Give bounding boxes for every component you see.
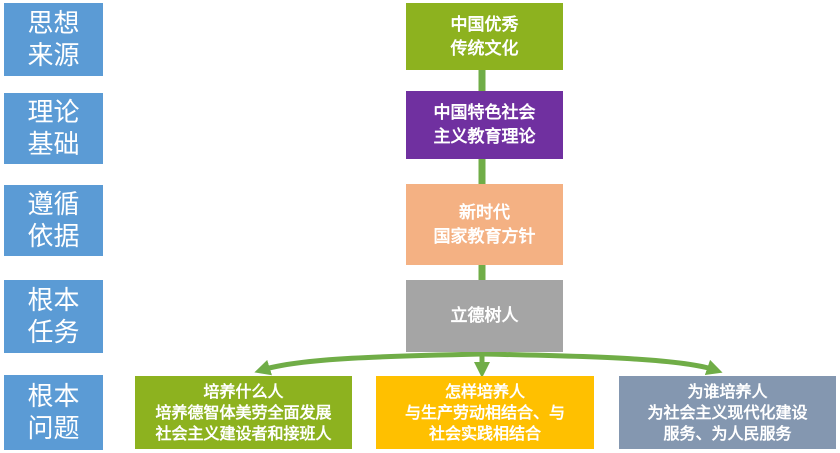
box-lide-shuren: 立德树人 [406, 280, 563, 352]
arrow-to-what [254, 351, 485, 376]
box-whom-to-cultivate: 培养什么人 培养德智体美劳全面发展 社会主义建设者和接班人 [135, 376, 352, 449]
box-how-to-cultivate: 怎样培养人 与生产劳动相结合、与 社会实践相结合 [376, 376, 594, 449]
row-label-thought-source: 思想 来源 [4, 3, 103, 76]
row-label-fundamental-task: 根本 任务 [4, 280, 103, 353]
row-label-fundamental-question: 根本 问题 [4, 375, 103, 450]
arrow-to-whom [479, 351, 723, 375]
branch-arrows [254, 351, 723, 379]
box-for-whom-to-cultivate: 为谁培养人 为社会主义现代化建设 服务、为人民服务 [619, 376, 836, 449]
box-traditional-culture: 中国优秀 传统文化 [406, 3, 563, 70]
box-education-policy: 新时代 国家教育方针 [406, 184, 563, 265]
box-education-theory: 中国特色社会 主义教育理论 [406, 91, 563, 159]
row-label-theory-basis: 理论 基础 [4, 93, 103, 164]
row-label-guideline: 遵循 依据 [4, 185, 103, 256]
